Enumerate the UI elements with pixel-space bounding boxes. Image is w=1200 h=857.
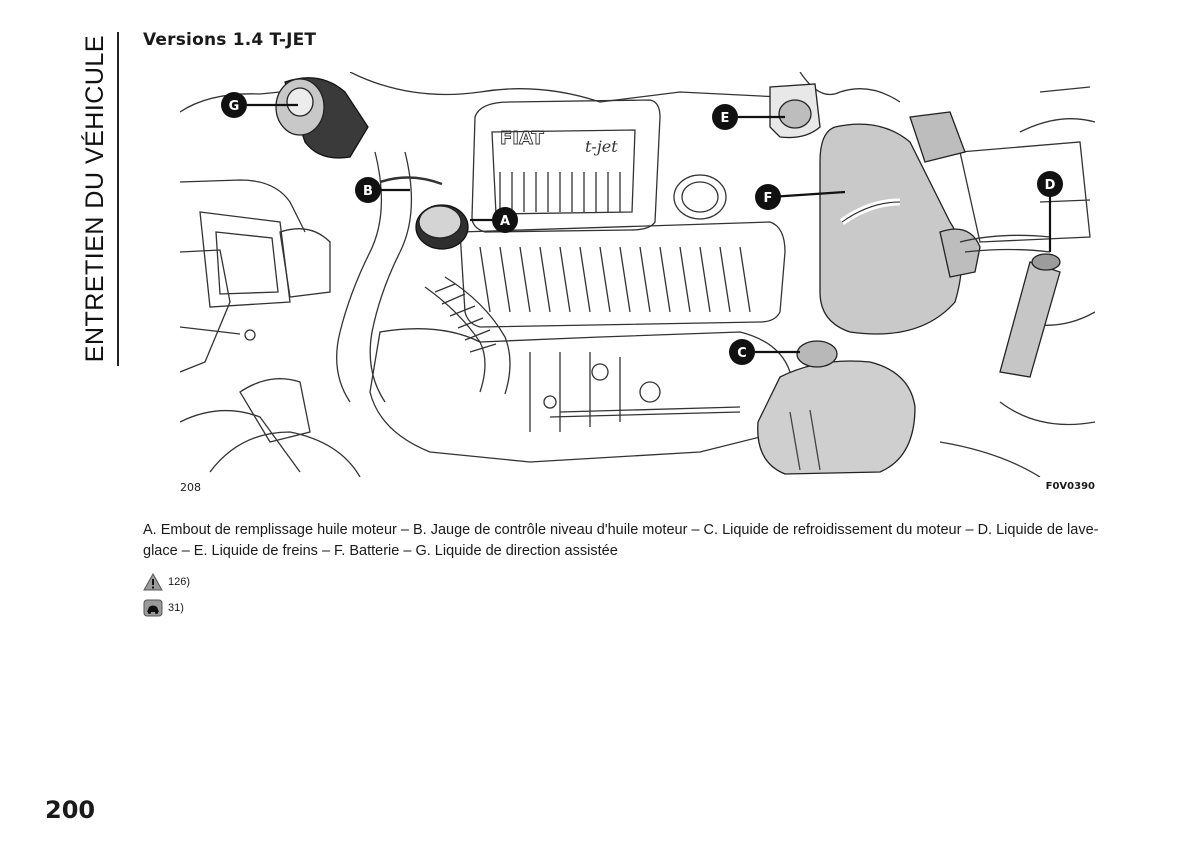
callout-f: F: [755, 184, 781, 210]
callout-g: G: [221, 92, 247, 118]
callout-d: D: [1037, 171, 1063, 197]
callout-e: E: [712, 104, 738, 130]
side-divider: [117, 32, 119, 366]
warning-note-ref: 126): [168, 576, 191, 588]
page-number: 200: [45, 796, 96, 824]
engraved-model-label: t-jet: [585, 137, 618, 156]
figure-code: F0V0390: [1045, 481, 1095, 492]
figure-number: 208: [180, 481, 201, 494]
vehicle-note[interactable]: 31): [143, 599, 184, 617]
callout-b: B: [355, 177, 381, 203]
callout-a: A: [492, 207, 518, 233]
side-chapter-title-text: ENTRETIEN DU VÉHICULE: [80, 35, 109, 363]
car-hand-icon: [143, 599, 163, 617]
warning-note[interactable]: 126): [143, 573, 190, 591]
svg-text:B: B: [363, 184, 373, 199]
callout-c: C: [729, 339, 755, 365]
vehicle-note-ref: 31): [168, 602, 184, 614]
figure-caption: A. Embout de remplissage huile moteur – …: [143, 522, 1099, 559]
svg-text:D: D: [1045, 178, 1056, 193]
svg-text:E: E: [721, 111, 730, 126]
svg-text:G: G: [229, 99, 240, 114]
svg-text:F: F: [764, 191, 773, 206]
engraved-brand-label: FIAT: [500, 128, 545, 149]
engine-bay-illustration: FIAT t-jet G B A: [179, 71, 1096, 478]
svg-text:A: A: [500, 214, 510, 229]
warning-triangle-icon: [143, 573, 163, 591]
side-chapter-title: ENTRETIEN DU VÉHICULE: [80, 32, 110, 366]
svg-text:C: C: [737, 346, 747, 361]
section-title: Versions 1.4 T-JET: [143, 30, 317, 50]
